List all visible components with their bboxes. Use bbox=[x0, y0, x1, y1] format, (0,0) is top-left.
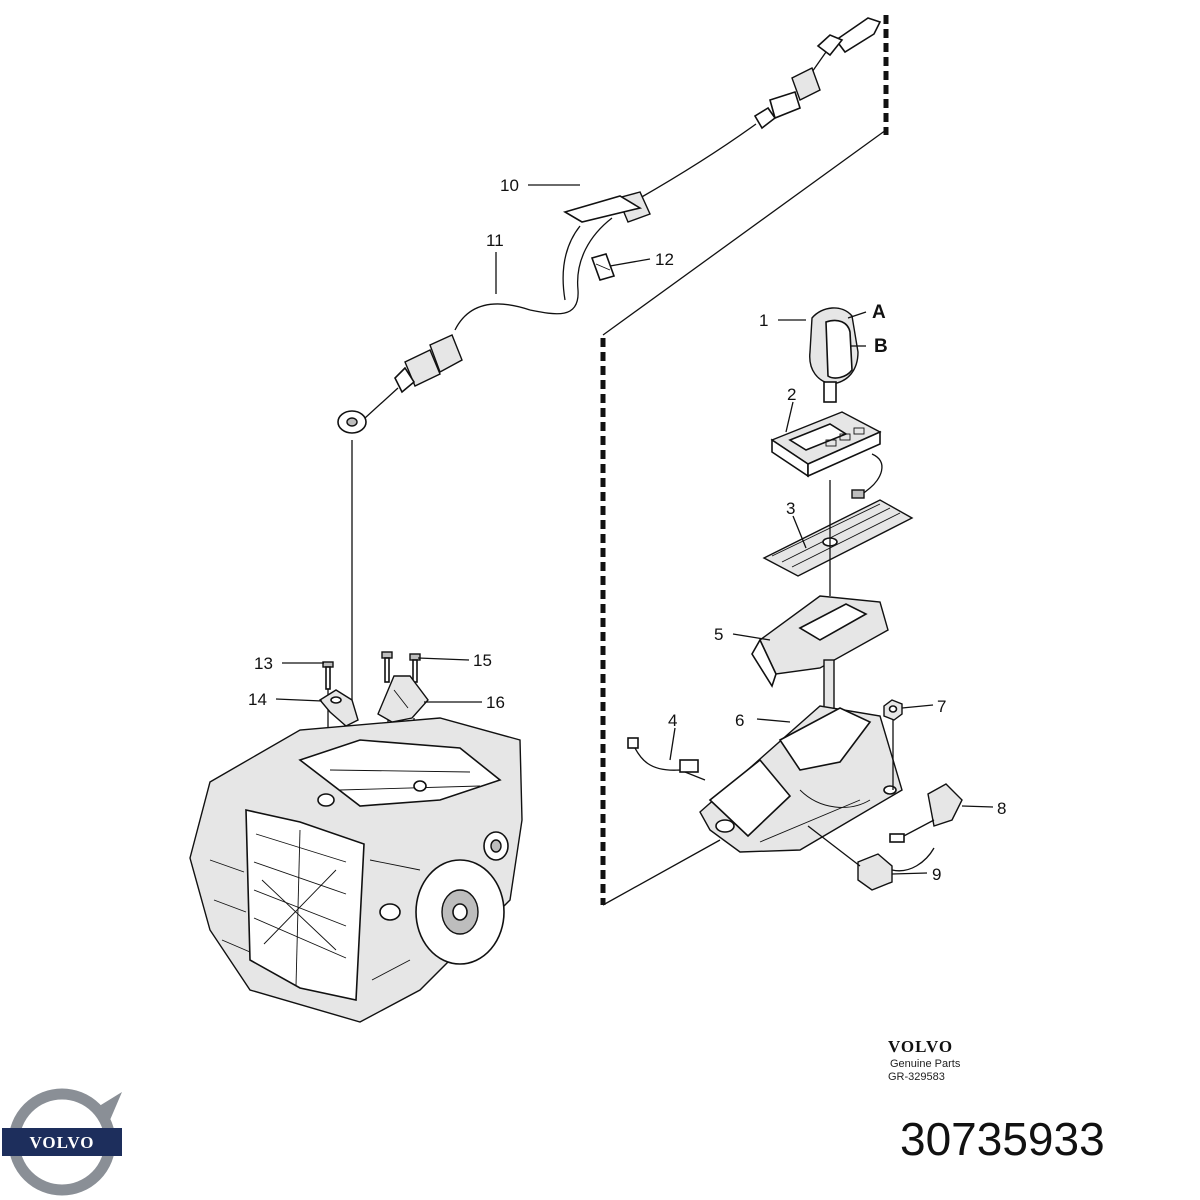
variant-a-label: A bbox=[872, 302, 886, 323]
volvo-emblem: VOLVO bbox=[2, 1088, 122, 1196]
callout-15: 15 bbox=[473, 651, 492, 670]
callout-3: 3 bbox=[786, 499, 795, 518]
callout-1: 1 bbox=[759, 311, 768, 330]
selector-housing bbox=[699, 659, 903, 853]
drawing-reference: GR-329583 bbox=[888, 1071, 945, 1083]
callout-16: 16 bbox=[486, 693, 505, 712]
callout-8: 8 bbox=[997, 799, 1006, 818]
callout-11: 11 bbox=[486, 231, 504, 250]
bolt bbox=[381, 651, 421, 683]
callout-7: 7 bbox=[937, 697, 946, 716]
shift-cable bbox=[337, 17, 882, 700]
gasket-housing bbox=[751, 595, 889, 688]
gear-knob bbox=[809, 307, 859, 403]
brand-caption: Genuine Parts bbox=[890, 1058, 961, 1070]
part-number: 30735933 bbox=[900, 1113, 1105, 1165]
callout-10: 10 bbox=[500, 176, 519, 195]
cable-clip bbox=[590, 253, 616, 281]
emblem-word: VOLVO bbox=[29, 1133, 94, 1152]
callout-12: 12 bbox=[655, 250, 674, 269]
callout-2: 2 bbox=[787, 385, 796, 404]
variant-b-label: B bbox=[874, 336, 888, 357]
brand-logo-word: VOLVO bbox=[888, 1037, 953, 1056]
callouts: 1 2 3 4 5 6 7 8 9 10 11 12 13 14 15 16 A… bbox=[248, 176, 1006, 884]
nut bbox=[883, 699, 903, 790]
transmission bbox=[189, 717, 523, 1023]
leader-lines bbox=[275, 184, 994, 875]
cover-plate bbox=[762, 499, 914, 577]
emblem-arrow bbox=[96, 1092, 122, 1120]
wiring-harness bbox=[627, 737, 706, 781]
shift-gate-cover bbox=[770, 411, 883, 499]
assembly-boundary bbox=[600, 15, 889, 906]
callout-4: 4 bbox=[668, 711, 677, 730]
callout-5: 5 bbox=[714, 625, 723, 644]
callout-6: 6 bbox=[735, 711, 744, 730]
position-switch bbox=[889, 783, 963, 843]
callout-13: 13 bbox=[254, 654, 273, 673]
callout-9: 9 bbox=[932, 865, 941, 884]
callout-14: 14 bbox=[248, 690, 267, 709]
emblem-bar bbox=[2, 1128, 122, 1156]
bracket bbox=[318, 689, 359, 727]
brand-block: VOLVO VOLVO Genuine Parts GR-329583 bbox=[888, 1037, 961, 1083]
sensor bbox=[807, 825, 935, 891]
